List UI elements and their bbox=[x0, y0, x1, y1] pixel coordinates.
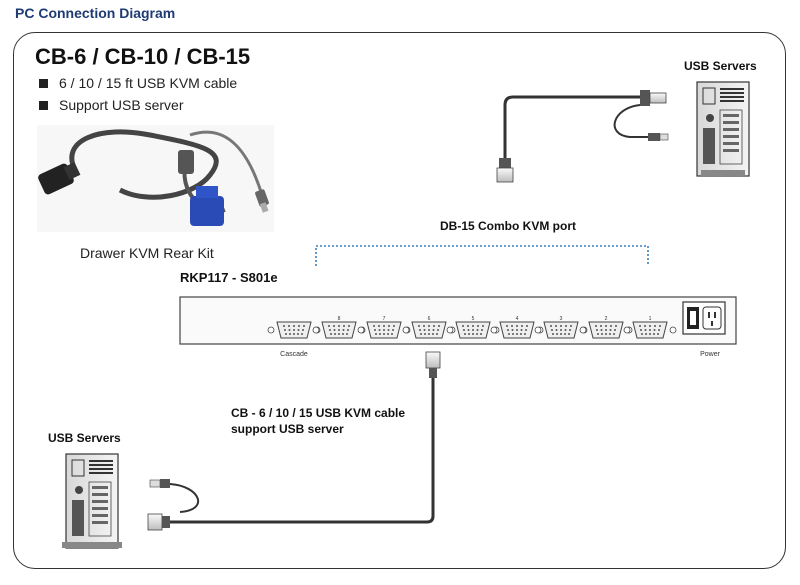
cascade-label: Cascade bbox=[280, 351, 308, 358]
cable-note-line: CB - 6 / 10 / 15 USB KVM cable bbox=[231, 406, 406, 420]
kvm-model-label: RKP117 - S801e bbox=[180, 270, 278, 285]
feature-item: 6 / 10 / 15 ft USB KVM cable bbox=[38, 72, 237, 94]
port-number-label: 1 bbox=[649, 316, 652, 322]
cable-note-line: support USB server bbox=[231, 422, 344, 436]
kvm-switch-rear-panel: 8 7 6 5 4 3 2 1 bbox=[179, 296, 737, 345]
port-number-label: 8 bbox=[338, 316, 341, 322]
bottom-server-cable bbox=[147, 351, 441, 531]
port-group-heading: DB-15 Combo KVM port bbox=[440, 219, 576, 233]
port-number-label: 6 bbox=[428, 316, 431, 322]
cable-model-title: CB-6 / CB-10 / CB-15 bbox=[35, 44, 251, 69]
port-number-label: 3 bbox=[560, 316, 563, 322]
diagram-frame bbox=[13, 32, 786, 569]
top-server-label: USB Servers bbox=[684, 59, 757, 73]
port-group-bracket bbox=[315, 245, 649, 266]
port-number-label: 5 bbox=[472, 316, 475, 322]
top-usb-server-tower bbox=[696, 81, 750, 177]
port-number-label: 4 bbox=[516, 316, 519, 322]
port-number-label: 2 bbox=[605, 316, 608, 322]
kvm-cable-kit-photo bbox=[37, 125, 274, 232]
port-number-label: 7 bbox=[383, 316, 386, 322]
page-title: PC Connection Diagram bbox=[15, 5, 176, 21]
kit-caption: Drawer KVM Rear Kit bbox=[80, 245, 214, 261]
cable-note: CB - 6 / 10 / 15 USB KVM cable support U… bbox=[231, 405, 405, 437]
bottom-server-label: USB Servers bbox=[48, 431, 121, 445]
cable-feature-list: 6 / 10 / 15 ft USB KVM cable Support USB… bbox=[38, 72, 237, 116]
power-label: Power bbox=[700, 351, 721, 358]
feature-item: Support USB server bbox=[38, 94, 237, 116]
bottom-usb-server-tower bbox=[62, 453, 122, 549]
top-server-cable bbox=[496, 90, 669, 183]
